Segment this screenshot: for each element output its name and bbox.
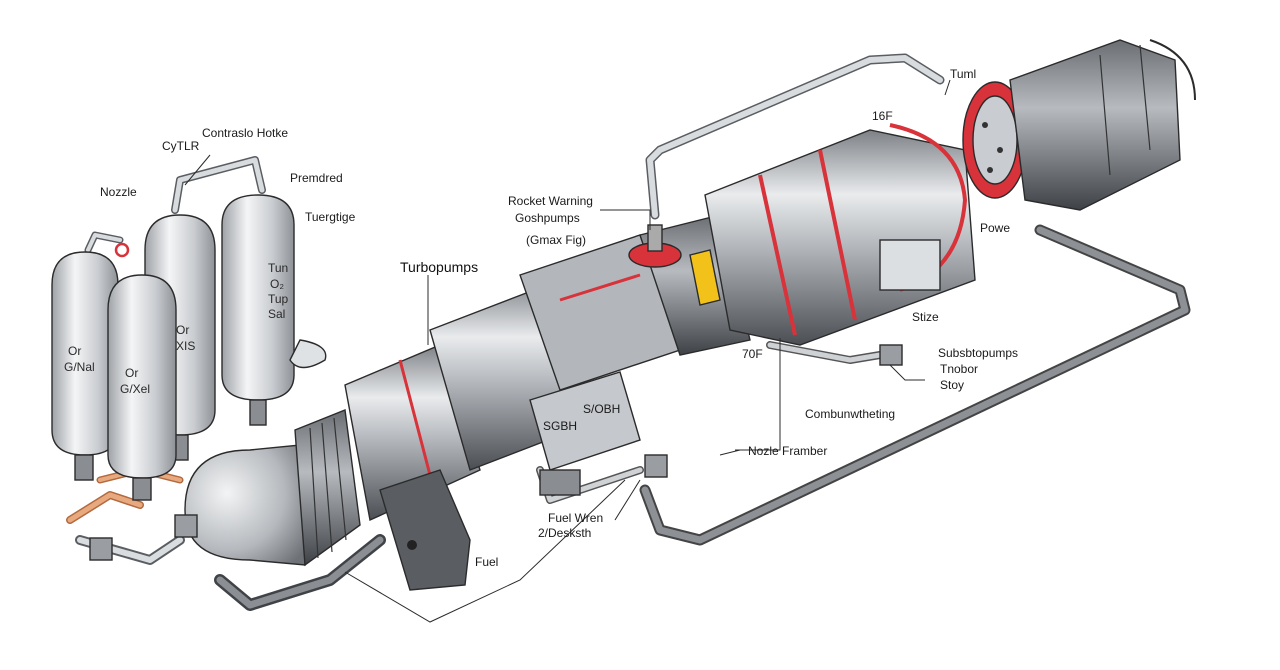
rear-nozzle	[1009, 39, 1196, 211]
label-sobh: S/OBH	[583, 402, 620, 416]
label-tun: Tun	[268, 261, 288, 275]
label-tuergtige: Tuergtige	[305, 210, 356, 224]
label-or-left: Or	[68, 344, 81, 358]
label-tnobor: Tnobor	[940, 362, 978, 376]
label-nozle-framber: Nozle Framber	[748, 444, 827, 458]
fitting-bottom	[644, 454, 668, 478]
fitting-left	[89, 537, 113, 561]
leader-lines	[184, 79, 951, 623]
combustion-chamber	[704, 123, 976, 346]
label-desksth: 2/Desksth	[538, 526, 591, 540]
label-70f: 70F	[742, 347, 763, 361]
label-goshpumps: Goshpumps	[515, 211, 580, 225]
label-tup: Tup	[268, 292, 289, 306]
label-sal: Sal	[268, 307, 285, 321]
label-or-front: Or	[125, 366, 138, 380]
label-xis: XIS	[176, 339, 195, 353]
fitting-fuel	[174, 514, 198, 538]
label-gnal: G/Nal	[64, 360, 95, 374]
label-contraslo-hotke: Contraslo Hotke	[202, 126, 288, 140]
tank-premdred	[221, 194, 327, 426]
label-fuel: Fuel	[475, 555, 498, 569]
fitting-right	[879, 344, 903, 366]
front-ribbed-section	[294, 409, 361, 567]
label-nozzle: Nozzle	[100, 185, 137, 199]
label-cytlr: CyTLR	[162, 139, 200, 153]
labels: CyTLR Contraslo Hotke Nozzle Premdred Tu…	[64, 67, 1018, 569]
nose-cone	[184, 444, 306, 566]
label-gmax-fig: (Gmax Fig)	[526, 233, 586, 247]
label-o2: O₂	[270, 277, 284, 291]
tank-oxidizer	[51, 251, 119, 481]
label-stize: Stize	[912, 310, 939, 324]
label-combunwtheting: Combunwtheting	[805, 407, 895, 421]
label-rocket-warning: Rocket Warning	[508, 194, 593, 208]
label-powe: Powe	[980, 221, 1010, 235]
bottom-mount	[379, 469, 471, 591]
label-16f: 16F	[872, 109, 893, 123]
label-gxel: G/Xel	[120, 382, 150, 396]
label-stoy: Stoy	[940, 378, 964, 392]
label-fuel-wren: Fuel Wren	[548, 511, 603, 525]
tank-fuel	[107, 274, 177, 501]
turbopump-block	[519, 234, 681, 496]
label-subsbtopumps: Subsbtopumps	[938, 346, 1018, 360]
rear-flange	[962, 81, 1028, 199]
engine-assembly	[89, 39, 1196, 591]
valve-ring-icon	[114, 242, 130, 258]
label-turbopumps: Turbopumps	[400, 259, 478, 275]
label-or-middle: Or	[176, 323, 189, 337]
label-premdred: Premdred	[290, 171, 343, 185]
label-tuml: Tuml	[950, 67, 976, 81]
label-sgbh: SGBH	[543, 419, 577, 433]
propellant-tanks	[51, 194, 327, 501]
